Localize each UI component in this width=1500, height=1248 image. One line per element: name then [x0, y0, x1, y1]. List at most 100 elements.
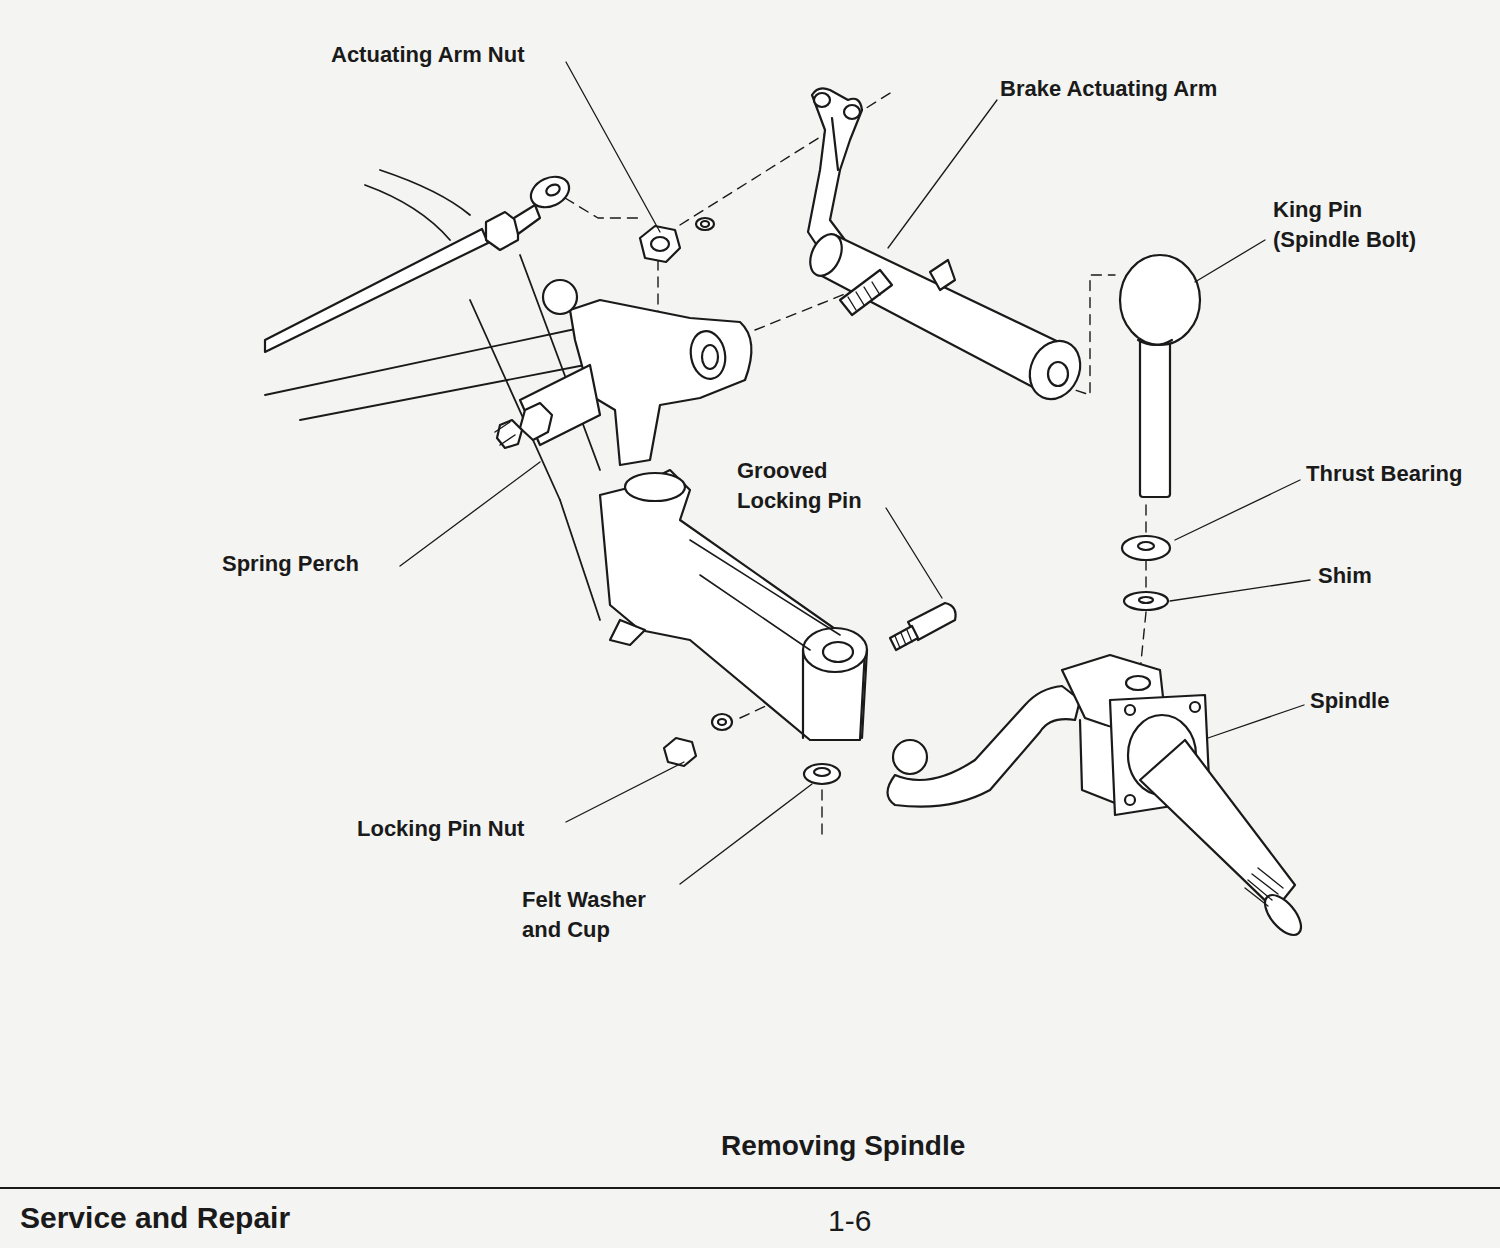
locking-pin	[895, 630, 912, 648]
spring-perch	[702, 345, 718, 369]
axle-beam	[380, 170, 470, 215]
spring-perch	[520, 403, 552, 440]
king-pin	[1140, 335, 1170, 497]
felt-washer	[804, 764, 840, 784]
brake-arm	[930, 260, 955, 290]
hex-nut	[640, 218, 714, 262]
spring-perch	[570, 300, 751, 465]
thrust-bearing	[1122, 536, 1170, 560]
spindle	[1245, 868, 1283, 906]
axle-end	[823, 642, 853, 662]
brake-arm	[844, 105, 860, 119]
shim	[1124, 592, 1168, 610]
footer-rule	[0, 1187, 1500, 1189]
hex-nut	[696, 218, 714, 230]
leader-line	[566, 762, 684, 822]
part-label: Thrust Bearing	[1306, 459, 1462, 489]
axle-end	[625, 473, 685, 501]
axle-end	[610, 620, 645, 645]
brake-arm	[1021, 333, 1090, 408]
part-label: Actuating Arm Nut	[331, 40, 525, 70]
brake-arm	[804, 229, 848, 281]
felt-washer	[804, 764, 840, 784]
section-title: Service and Repair	[20, 1198, 290, 1239]
shim	[1124, 592, 1168, 610]
brake-arm	[820, 235, 1065, 395]
part-label: Felt Washer and Cup	[522, 885, 672, 945]
spindle	[1125, 795, 1135, 805]
spindle	[1125, 705, 1135, 715]
spring-perch	[543, 280, 577, 314]
axle-end	[690, 540, 840, 635]
spindle	[888, 686, 1081, 807]
spring-perch	[520, 365, 600, 445]
assembly-line	[821, 790, 822, 838]
leader-line	[886, 508, 942, 598]
tie-rod	[265, 229, 488, 352]
leader-line	[1195, 240, 1265, 282]
leader-line	[1175, 480, 1300, 540]
spring-perch	[495, 422, 515, 445]
shim	[1139, 597, 1153, 603]
hex-nut	[712, 714, 732, 730]
axle-beam	[560, 500, 600, 620]
axle-end	[803, 650, 867, 738]
spindle	[888, 655, 1308, 941]
hex-nut	[651, 237, 669, 251]
leader-line	[1208, 705, 1304, 738]
king-pin	[1120, 255, 1200, 497]
assembly-line	[1140, 612, 1146, 672]
leader-line	[566, 62, 660, 232]
part-label: Locking Pin Nut	[357, 814, 524, 844]
tie-rod	[514, 205, 540, 234]
brake-arm	[848, 282, 880, 310]
brake-arm	[814, 93, 830, 107]
tie-rod	[526, 171, 574, 213]
assembly-line	[1145, 505, 1146, 535]
leader-line	[680, 784, 812, 884]
spindle	[893, 740, 927, 774]
figure-caption: Removing Spindle	[721, 1130, 965, 1162]
brake-arm	[808, 88, 862, 250]
hex-nut	[718, 719, 726, 725]
leader-line	[400, 62, 1310, 884]
assembly-line	[565, 198, 640, 218]
spindle	[1190, 702, 1200, 712]
thrust-bearing	[1122, 536, 1170, 560]
leader-line	[888, 100, 997, 248]
part-label: Brake Actuating Arm	[1000, 74, 1217, 104]
brake-arm	[832, 118, 838, 170]
part-label: Grooved Locking Pin	[737, 456, 887, 516]
thrust-bearing	[1138, 542, 1154, 550]
axle-beam	[365, 185, 450, 240]
hex-nut	[664, 714, 732, 766]
part-label: Shim	[1318, 561, 1372, 591]
assembly-line	[565, 90, 1146, 838]
brake-arm	[840, 270, 892, 315]
leader-line	[1170, 580, 1310, 601]
page-number: 1-6	[828, 1201, 871, 1242]
part-label: King Pin (Spindle Bolt)	[1273, 195, 1441, 255]
axle-end	[803, 628, 867, 672]
spindle	[1140, 740, 1295, 910]
axle-beam	[265, 328, 580, 395]
assembly-line	[755, 290, 855, 330]
spring-perch	[687, 328, 729, 381]
locking-pin	[890, 626, 918, 650]
king-pin	[1138, 340, 1172, 345]
brake-arm	[1048, 362, 1068, 386]
axle-end	[700, 575, 810, 650]
hex-nut	[701, 221, 709, 227]
felt-washer	[814, 768, 830, 776]
tie-rod	[545, 183, 562, 198]
spindle	[1126, 676, 1150, 690]
leader-line	[400, 462, 540, 566]
hex-nut	[664, 738, 696, 766]
spring-perch	[495, 280, 751, 465]
brake-arm	[804, 88, 1089, 407]
part-label: Spindle	[1310, 686, 1389, 716]
locking-pin	[890, 603, 956, 650]
part-label: Spring Perch	[222, 549, 359, 579]
tie-rod	[265, 171, 574, 352]
